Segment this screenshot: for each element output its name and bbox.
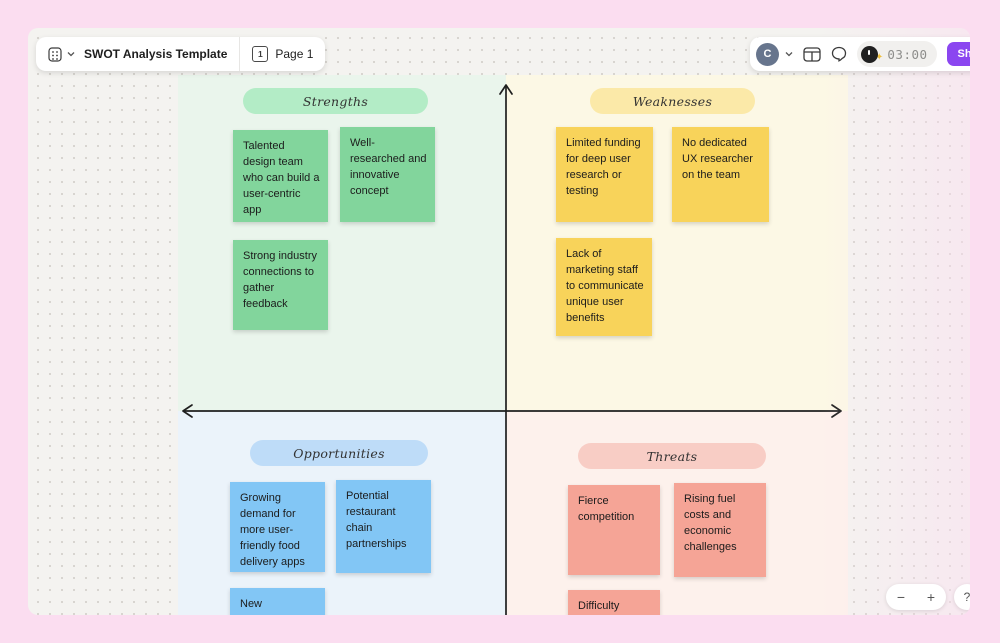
sticky-note[interactable]: Difficulty meeting scalability bbox=[568, 590, 660, 615]
sticky-note[interactable]: Lack of marketing staff to communicate u… bbox=[556, 238, 652, 336]
chevron-down-icon bbox=[67, 51, 75, 57]
avatar-chevron-down-icon[interactable] bbox=[785, 51, 793, 57]
page-icon: 1 bbox=[252, 46, 271, 63]
user-avatar[interactable]: C bbox=[756, 42, 779, 66]
timer-widget[interactable]: ✦ 03:00 bbox=[857, 41, 937, 67]
whiteboard-canvas[interactable]: Strengths Weaknesses Opportunities Threa… bbox=[28, 28, 970, 615]
swot-axes bbox=[182, 84, 842, 615]
layout-templates-icon[interactable] bbox=[803, 46, 821, 62]
sticky-note[interactable]: Well-researched and innovative concept bbox=[340, 127, 435, 222]
swot-template-frame[interactable]: Strengths Weaknesses Opportunities Threa… bbox=[178, 75, 848, 615]
quadrant-label-weaknesses[interactable]: Weaknesses bbox=[590, 88, 755, 114]
spark-icon: ✦ bbox=[875, 51, 884, 63]
file-menu[interactable]: SWOT Analysis Template bbox=[36, 37, 239, 71]
sticky-note[interactable]: Talented design team who can build a use… bbox=[233, 130, 328, 222]
page-selector[interactable]: 1 Page 1 bbox=[240, 37, 325, 71]
comment-bubble-icon[interactable] bbox=[831, 46, 847, 62]
page-label: Page 1 bbox=[275, 47, 314, 61]
sticky-note[interactable]: Strong industry connections to gather fe… bbox=[233, 240, 328, 330]
sticky-note[interactable]: New technologies bbox=[230, 588, 325, 615]
zoom-out-button[interactable]: − bbox=[896, 589, 906, 605]
sticky-note[interactable]: No dedicated UX researcher on the team bbox=[672, 127, 769, 222]
help-button[interactable]: ? bbox=[954, 584, 970, 610]
quadrant-label-strengths[interactable]: Strengths bbox=[243, 88, 428, 114]
quadrant-label-threats[interactable]: Threats bbox=[578, 443, 766, 469]
share-button[interactable]: Share bbox=[946, 42, 970, 66]
sticky-note[interactable]: Limited funding for deep user research o… bbox=[556, 127, 653, 222]
sticky-note[interactable]: Growing demand for more user-friendly fo… bbox=[230, 482, 325, 572]
collab-toolbar: C ✦ 03:00 Share bbox=[750, 37, 970, 71]
sticky-note[interactable]: Rising fuel costs and economic challenge… bbox=[674, 483, 766, 577]
sticky-note[interactable]: Potential restaurant chain partnerships bbox=[336, 480, 431, 573]
figjam-board-icon bbox=[48, 46, 62, 62]
file-toolbar: SWOT Analysis Template 1 Page 1 bbox=[36, 37, 326, 71]
timer-value: 03:00 bbox=[887, 46, 928, 62]
zoom-in-button[interactable]: + bbox=[926, 589, 936, 605]
sticky-note[interactable]: Fierce competition bbox=[568, 485, 660, 575]
zoom-controls: − + bbox=[886, 584, 946, 610]
toolbar-divider bbox=[239, 37, 241, 71]
timer-icon bbox=[861, 45, 878, 63]
document-title[interactable]: SWOT Analysis Template bbox=[84, 47, 228, 61]
quadrant-label-opportunities[interactable]: Opportunities bbox=[250, 440, 428, 466]
